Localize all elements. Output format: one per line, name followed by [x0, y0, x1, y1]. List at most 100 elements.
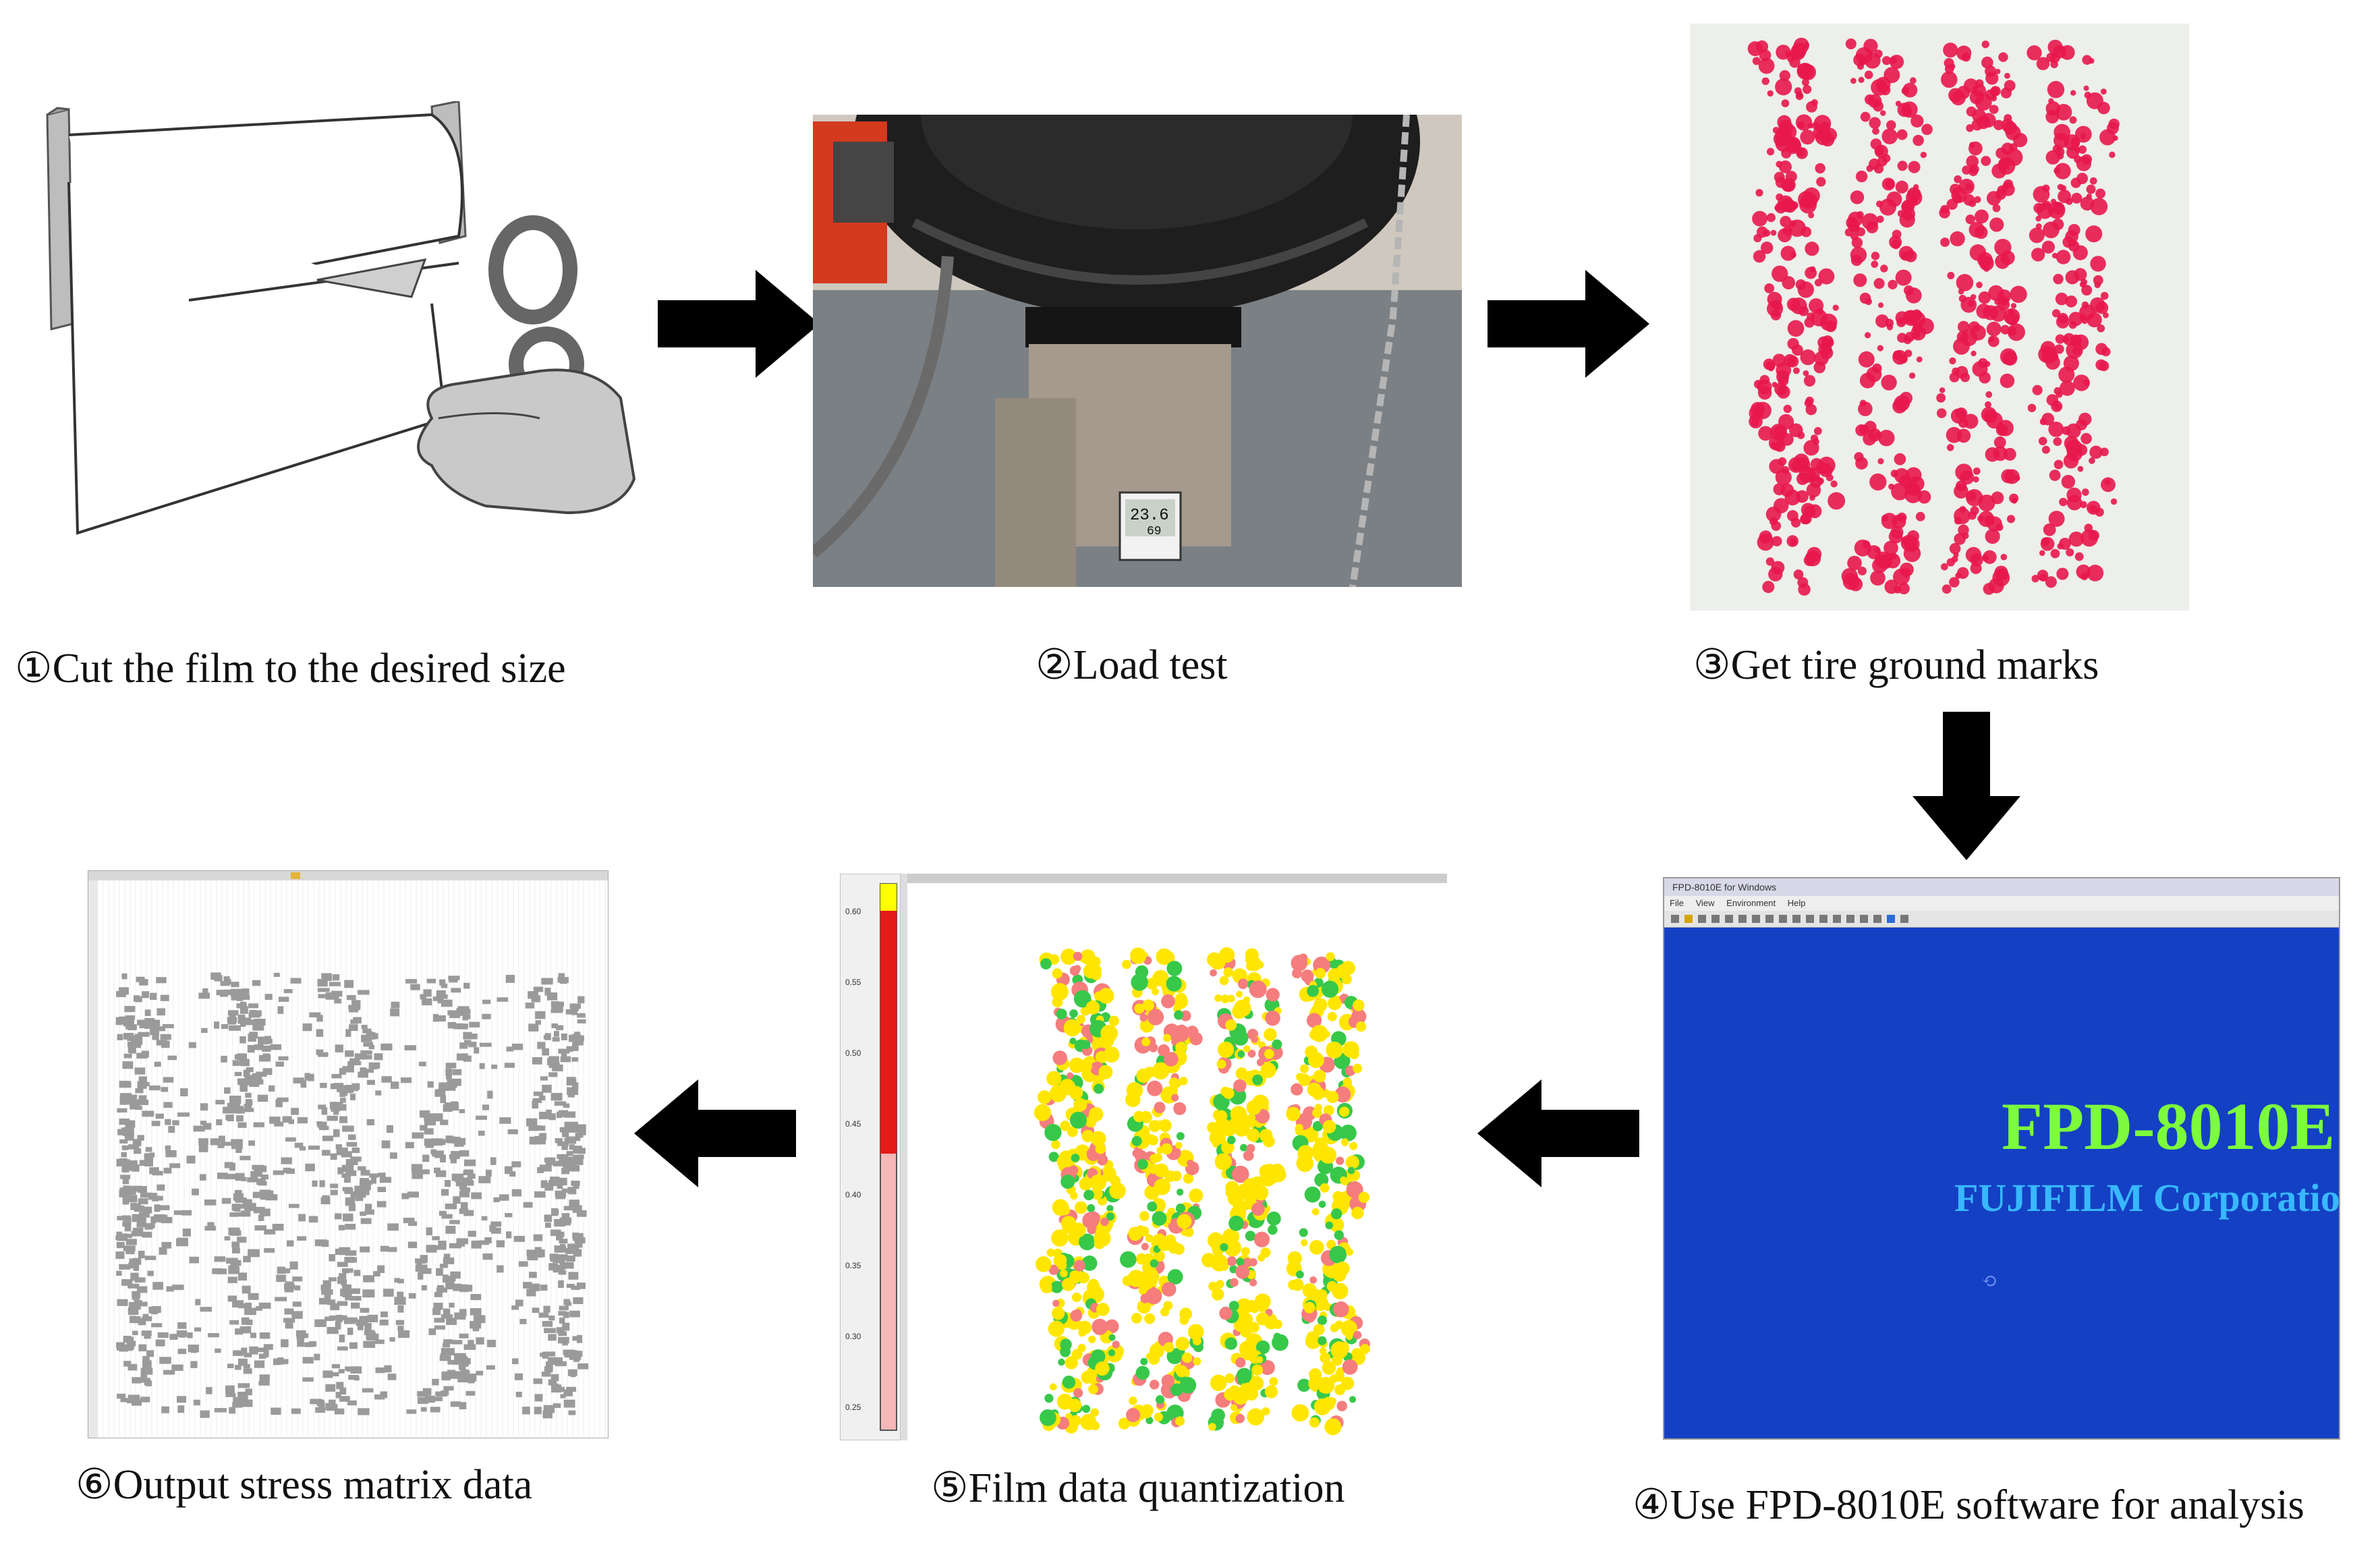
quant-mark	[1269, 1377, 1278, 1386]
matrix-cell	[380, 1245, 389, 1252]
matrix-cell	[544, 988, 551, 996]
matrix-cell	[140, 1397, 150, 1403]
matrix-cell	[373, 1271, 380, 1277]
matrix-cell	[239, 1326, 252, 1334]
ink-mark	[2047, 81, 2065, 98]
quant-mark	[1227, 994, 1235, 1003]
quant-mark	[1342, 1359, 1358, 1375]
matrix-cell	[116, 1231, 123, 1237]
matrix-cell	[229, 1162, 235, 1171]
ink-mark	[1870, 138, 1882, 150]
matrix-cell	[198, 1138, 208, 1146]
matrix-cell	[364, 1209, 374, 1215]
quant-mark	[1161, 1282, 1177, 1297]
ink-mark	[1960, 329, 1978, 347]
quant-mark	[1286, 1106, 1301, 1121]
ink-mark	[1857, 63, 1865, 70]
matrix-cell	[511, 1189, 521, 1197]
matrix-cell	[258, 1214, 264, 1221]
ink-mark	[1779, 70, 1790, 82]
menu-help[interactable]: Help	[1787, 898, 1806, 908]
matrix-cell	[162, 1023, 174, 1029]
matrix-cell	[543, 1035, 550, 1040]
matrix-cell	[346, 1141, 358, 1147]
matrix-cell	[559, 1217, 572, 1224]
ink-mark	[2014, 475, 2020, 482]
ink-mark	[1792, 367, 1800, 374]
quant-mark	[1086, 1417, 1097, 1428]
ink-mark	[1942, 584, 1952, 594]
matrix-cell	[397, 1291, 404, 1299]
matrix-cell	[119, 1189, 126, 1197]
ink-mark	[1966, 124, 1974, 132]
matrix-cell	[577, 1019, 586, 1023]
quant-mark	[1176, 1132, 1185, 1141]
matrix-cell	[136, 1052, 148, 1059]
arrow-right-icon	[654, 266, 823, 381]
ink-mark	[2051, 309, 2061, 318]
ink-mark	[1940, 237, 1950, 248]
matrix-cell	[432, 1236, 440, 1241]
matrix-cell	[115, 1235, 126, 1241]
matrix-cell	[343, 1269, 349, 1274]
ink-mark	[1946, 444, 1954, 451]
quant-mark	[1346, 1181, 1363, 1198]
menu-view[interactable]: View	[1695, 898, 1715, 908]
quant-mark	[1265, 1010, 1280, 1026]
quant-mark	[1085, 1000, 1100, 1015]
matrix-cell	[122, 1061, 134, 1069]
quant-mark	[1252, 1074, 1263, 1085]
matrix-cell	[244, 1307, 256, 1316]
quant-mark	[1092, 1318, 1108, 1335]
ink-mark	[1776, 362, 1792, 378]
matrix-cell	[526, 1289, 536, 1297]
quant-mark	[1058, 1079, 1076, 1096]
quant-mark	[1069, 1009, 1078, 1018]
quant-mark	[1228, 1215, 1244, 1231]
quant-mark	[1255, 1356, 1264, 1363]
matrix-cell	[555, 1361, 567, 1367]
matrix-cell	[242, 1285, 251, 1294]
matrix-cell	[569, 1310, 580, 1318]
menu-file[interactable]: File	[1670, 898, 1684, 908]
quant-mark	[1212, 1288, 1224, 1301]
quant-mark	[1355, 1021, 1367, 1032]
matrix-cell	[206, 1386, 213, 1394]
matrix-cell	[319, 1180, 325, 1187]
ink-mark	[1897, 161, 1908, 171]
ink-mark	[2065, 295, 2078, 308]
matrix-cell	[321, 1289, 333, 1295]
matrix-cell	[318, 1052, 329, 1057]
quant-mark	[1187, 1324, 1204, 1340]
matrix-cell	[390, 1008, 400, 1017]
matrix-cell	[119, 1119, 130, 1125]
matrix-cell	[440, 1095, 447, 1104]
quant-mark	[1220, 994, 1230, 1004]
matrix-cell	[177, 1237, 188, 1245]
matrix-cell	[345, 1250, 357, 1256]
quant-mark	[1050, 983, 1069, 1000]
quant-mark	[1158, 1242, 1166, 1249]
ink-mark	[1906, 189, 1923, 206]
quant-mark	[1040, 1281, 1052, 1293]
matrix-cell	[338, 1224, 345, 1231]
matrix-cell	[137, 1019, 149, 1025]
matrix-cell	[131, 1231, 143, 1237]
ink-mark	[2085, 225, 2103, 243]
quant-mark	[1246, 1144, 1255, 1153]
matrix-cell	[379, 1319, 389, 1326]
ink-mark	[1891, 239, 1901, 250]
menu-environment[interactable]: Environment	[1726, 898, 1776, 908]
ink-mark	[1752, 210, 1768, 227]
matrix-cell	[144, 1333, 151, 1339]
matrix-cell	[484, 1237, 492, 1244]
matrix-cell	[526, 1249, 538, 1257]
ink-mark	[1998, 157, 2011, 170]
matrix-cell	[165, 1145, 171, 1150]
matrix-cell	[412, 1132, 424, 1139]
matrix-cell	[214, 1408, 227, 1413]
ink-mark	[1971, 350, 1977, 357]
quant-mark	[1145, 1416, 1154, 1424]
ink-mark	[1871, 252, 1880, 260]
matrix-cell	[122, 1177, 130, 1185]
